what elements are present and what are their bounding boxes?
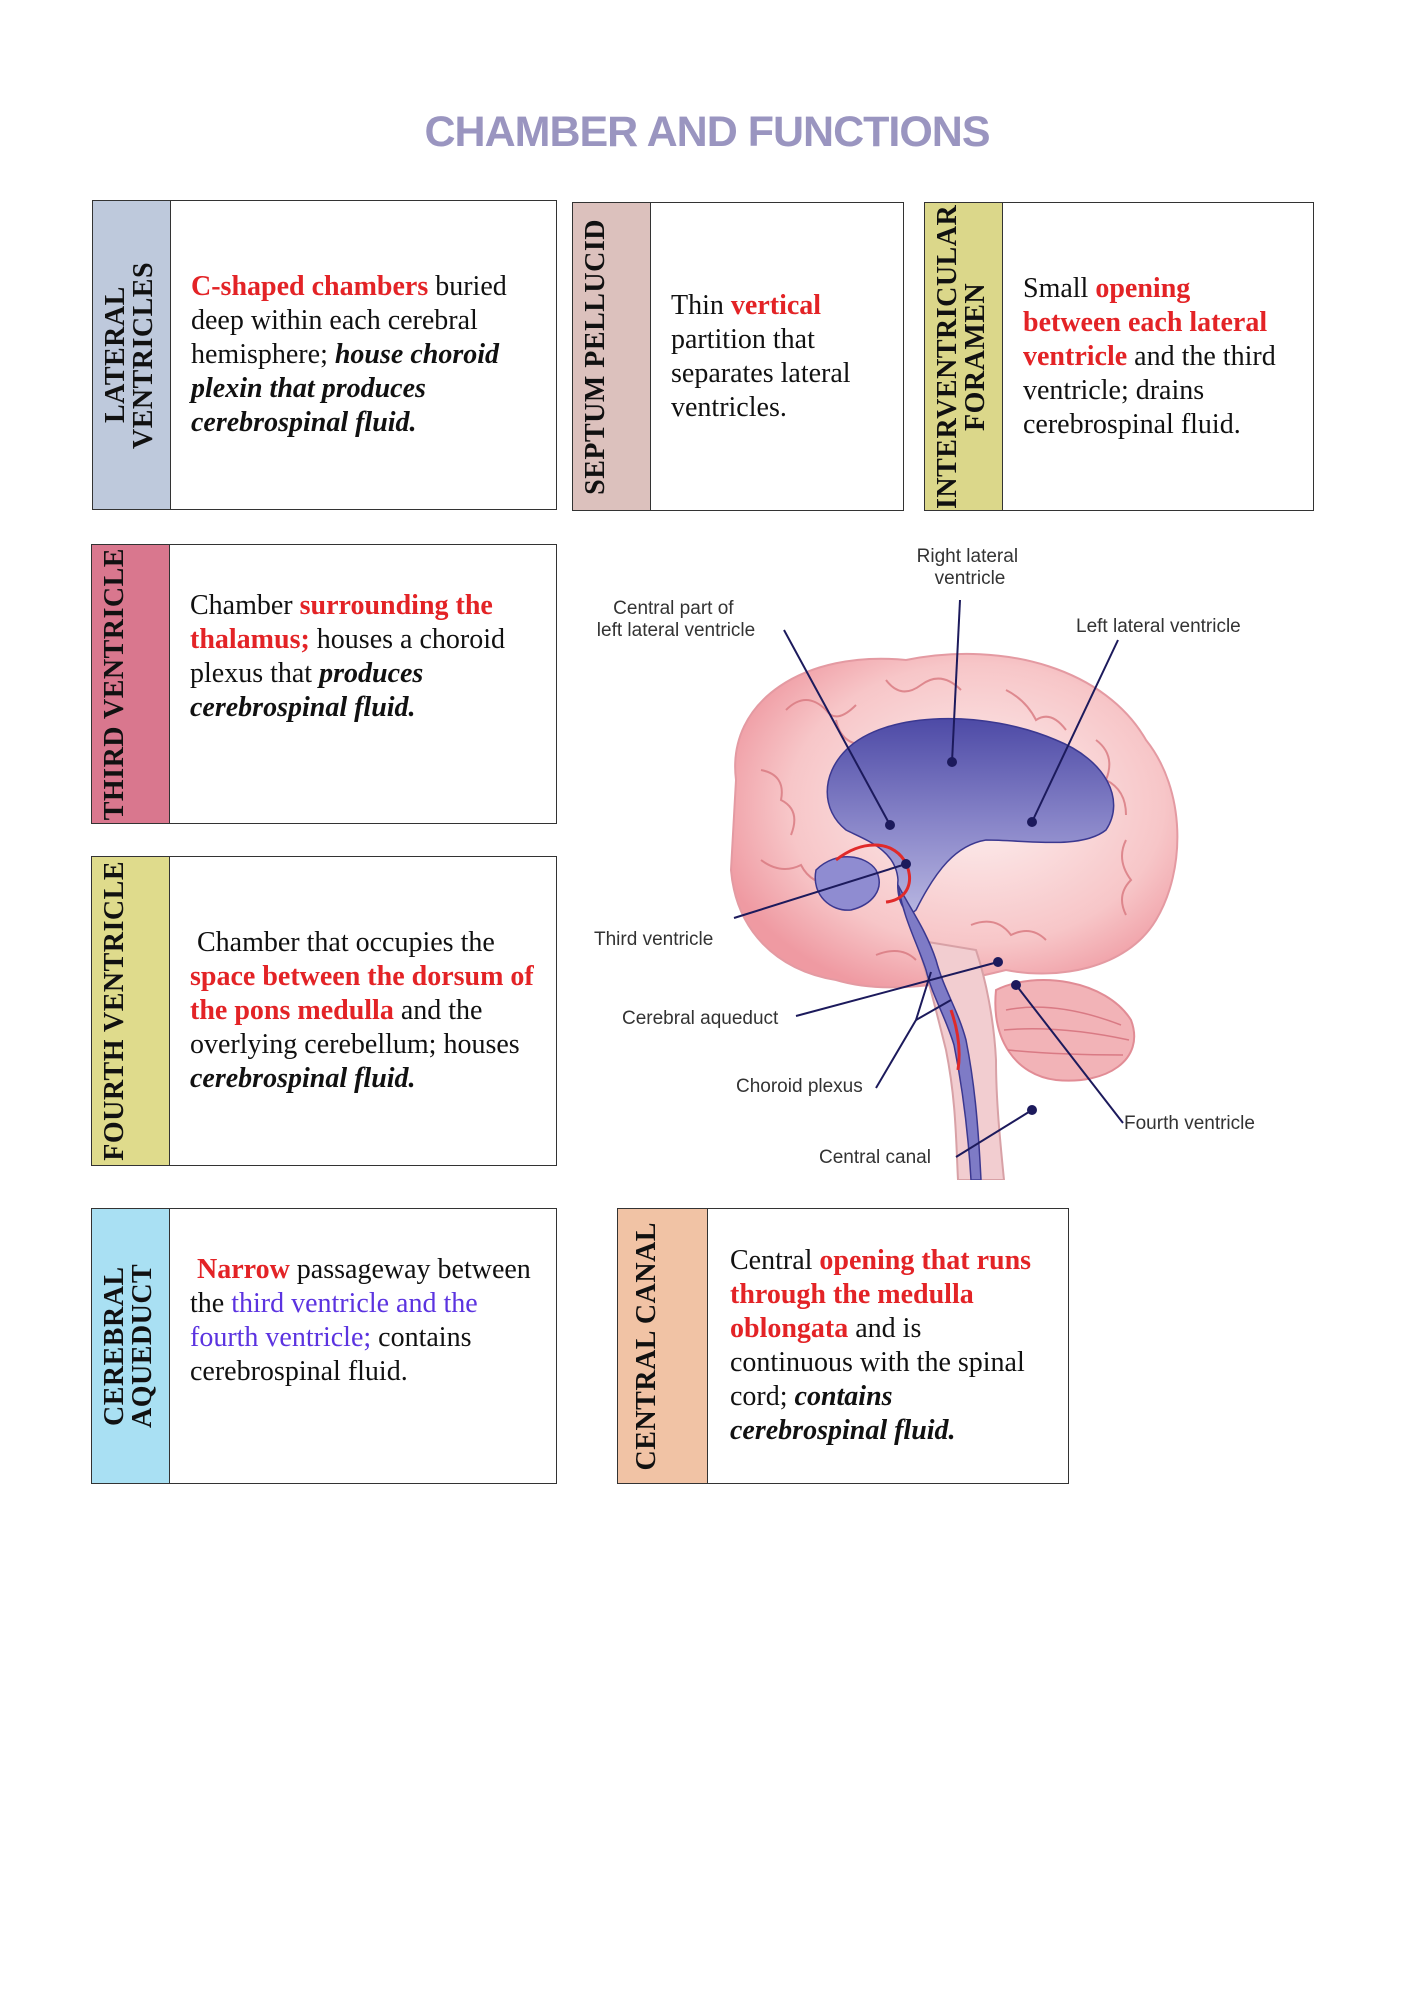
card-lateral-ventricles: LATERAL VENTRICLES C-shaped chambers bur… <box>92 200 557 510</box>
highlight-text: vertical <box>730 289 822 321</box>
card-fourth-ventricle: FOURTH VENTRICLE Chamber that occupies t… <box>91 856 557 1166</box>
body-text: Central <box>730 1245 820 1276</box>
highlight-blue-text: third ventricle and the fourth ventricle… <box>190 1288 485 1353</box>
card-description: C-shaped chambers buried deep within eac… <box>171 201 556 509</box>
card-description: Central opening that runs through the me… <box>708 1209 1068 1483</box>
body-text: buried deep within each cerebral hemisph… <box>191 271 507 370</box>
card-heading: CENTRAL CANAL <box>630 1221 662 1471</box>
card-description: Small opening between each lateral ventr… <box>1003 203 1313 510</box>
aqueduct-fourth-shape <box>897 884 982 1180</box>
card-central-canal: CENTRAL CANAL Central opening that runs … <box>617 1208 1069 1484</box>
body-text: partition that separates lateral ventric… <box>671 323 851 423</box>
brain-ventricles-diagram: Right lateral ventricle Central part of … <box>594 546 1255 1180</box>
emphasis-text: produces cerebrospinal fluid. <box>190 658 424 723</box>
highlight-text: surrounding the thalamus; <box>190 590 493 655</box>
card-side-label-box: CENTRAL CANAL <box>618 1209 708 1483</box>
body-text: Chamber that occupies the <box>190 927 502 958</box>
card-third-ventricle: THIRD VENTRICLE Chamber surrounding the … <box>91 544 557 824</box>
card-heading: CEREBRAL AQUEDUCT <box>98 1263 158 1429</box>
card-heading: SEPTUM PELLUCID <box>579 218 611 495</box>
highlight-text: opening that runs through the medulla ob… <box>730 1245 1032 1344</box>
card-heading: FOURTH VENTRICLE <box>98 861 130 1161</box>
card-description: Chamber that occupies the space between … <box>170 857 556 1165</box>
body-text: and the third ventricle; drains cerebros… <box>1023 340 1276 440</box>
card-side-label-box: SEPTUM PELLUCID <box>573 203 651 510</box>
card-heading: LATERAL VENTRICLES <box>99 261 159 449</box>
label-central-part-left-lateral: Central part of left lateral ventricle <box>597 598 755 641</box>
page-title: CHAMBER AND FUNCTIONS <box>424 108 990 156</box>
card-side-label-box: FOURTH VENTRICLE <box>92 857 170 1165</box>
label-choroid-plexus: Choroid plexus <box>736 1076 863 1097</box>
card-side-label-box: CEREBRAL AQUEDUCT <box>92 1209 170 1483</box>
card-side-label-box: LATERAL VENTRICLES <box>93 201 171 509</box>
highlight-text: opening between each lateral ventricle <box>1023 272 1268 372</box>
card-side-label-box: THIRD VENTRICLE <box>92 545 170 823</box>
highlight-text: space between the dorsum of the pons med… <box>190 961 541 1026</box>
body-text: houses a choroid plexus that <box>190 624 505 689</box>
body-text: Small <box>1023 272 1096 304</box>
emphasis-text: contains cerebrospinal fluid. <box>730 1381 956 1446</box>
lateral-ventricle-shape <box>826 717 1115 914</box>
highlight-text: C-shaped chambers <box>191 271 429 302</box>
emphasis-text: house choroid plexin that produces cereb… <box>191 339 499 438</box>
card-heading: THIRD VENTRICLE <box>98 547 130 821</box>
body-text: contains cerebrospinal fluid. <box>190 1322 479 1387</box>
card-interventricular-foramen: INTERVENTRICULAR FORAMEN Small opening b… <box>924 202 1314 511</box>
pointer-dots <box>885 757 1037 1115</box>
label-left-lateral-ventricle: Left lateral ventricle <box>1076 616 1241 637</box>
body-text: Thin <box>671 289 731 321</box>
body-text: Chamber <box>190 590 300 621</box>
card-description: Thin vertical partition that separates l… <box>651 203 903 510</box>
label-third-ventricle: Third ventricle <box>594 929 713 950</box>
card-description: Narrow passageway between the third vent… <box>170 1209 556 1483</box>
emphasis-text: cerebrospinal fluid. <box>190 1063 416 1094</box>
card-septum-pellucid: SEPTUM PELLUCID Thin vertical partition … <box>572 202 904 511</box>
label-right-lateral-ventricle: Right lateral ventricle <box>917 546 1024 589</box>
label-central-canal: Central canal <box>819 1147 931 1168</box>
body-text: passageway between the <box>190 1254 538 1319</box>
body-text: and is continuous with the spinal cord; <box>730 1313 1025 1412</box>
pointer-lines <box>733 599 1124 1158</box>
card-heading: INTERVENTRICULAR FORAMEN <box>931 204 991 509</box>
card-description: Chamber surrounding the thalamus; houses… <box>170 545 556 823</box>
label-cerebral-aqueduct: Cerebral aqueduct <box>622 1008 779 1029</box>
card-cerebral-aqueduct: CEREBRAL AQUEDUCT Narrow passageway betw… <box>91 1208 557 1484</box>
label-fourth-ventricle: Fourth ventricle <box>1124 1113 1255 1134</box>
card-side-label-box: INTERVENTRICULAR FORAMEN <box>925 203 1003 510</box>
highlight-text: Narrow <box>190 1254 290 1285</box>
body-text: and the overlying cerebellum; houses <box>190 995 527 1060</box>
